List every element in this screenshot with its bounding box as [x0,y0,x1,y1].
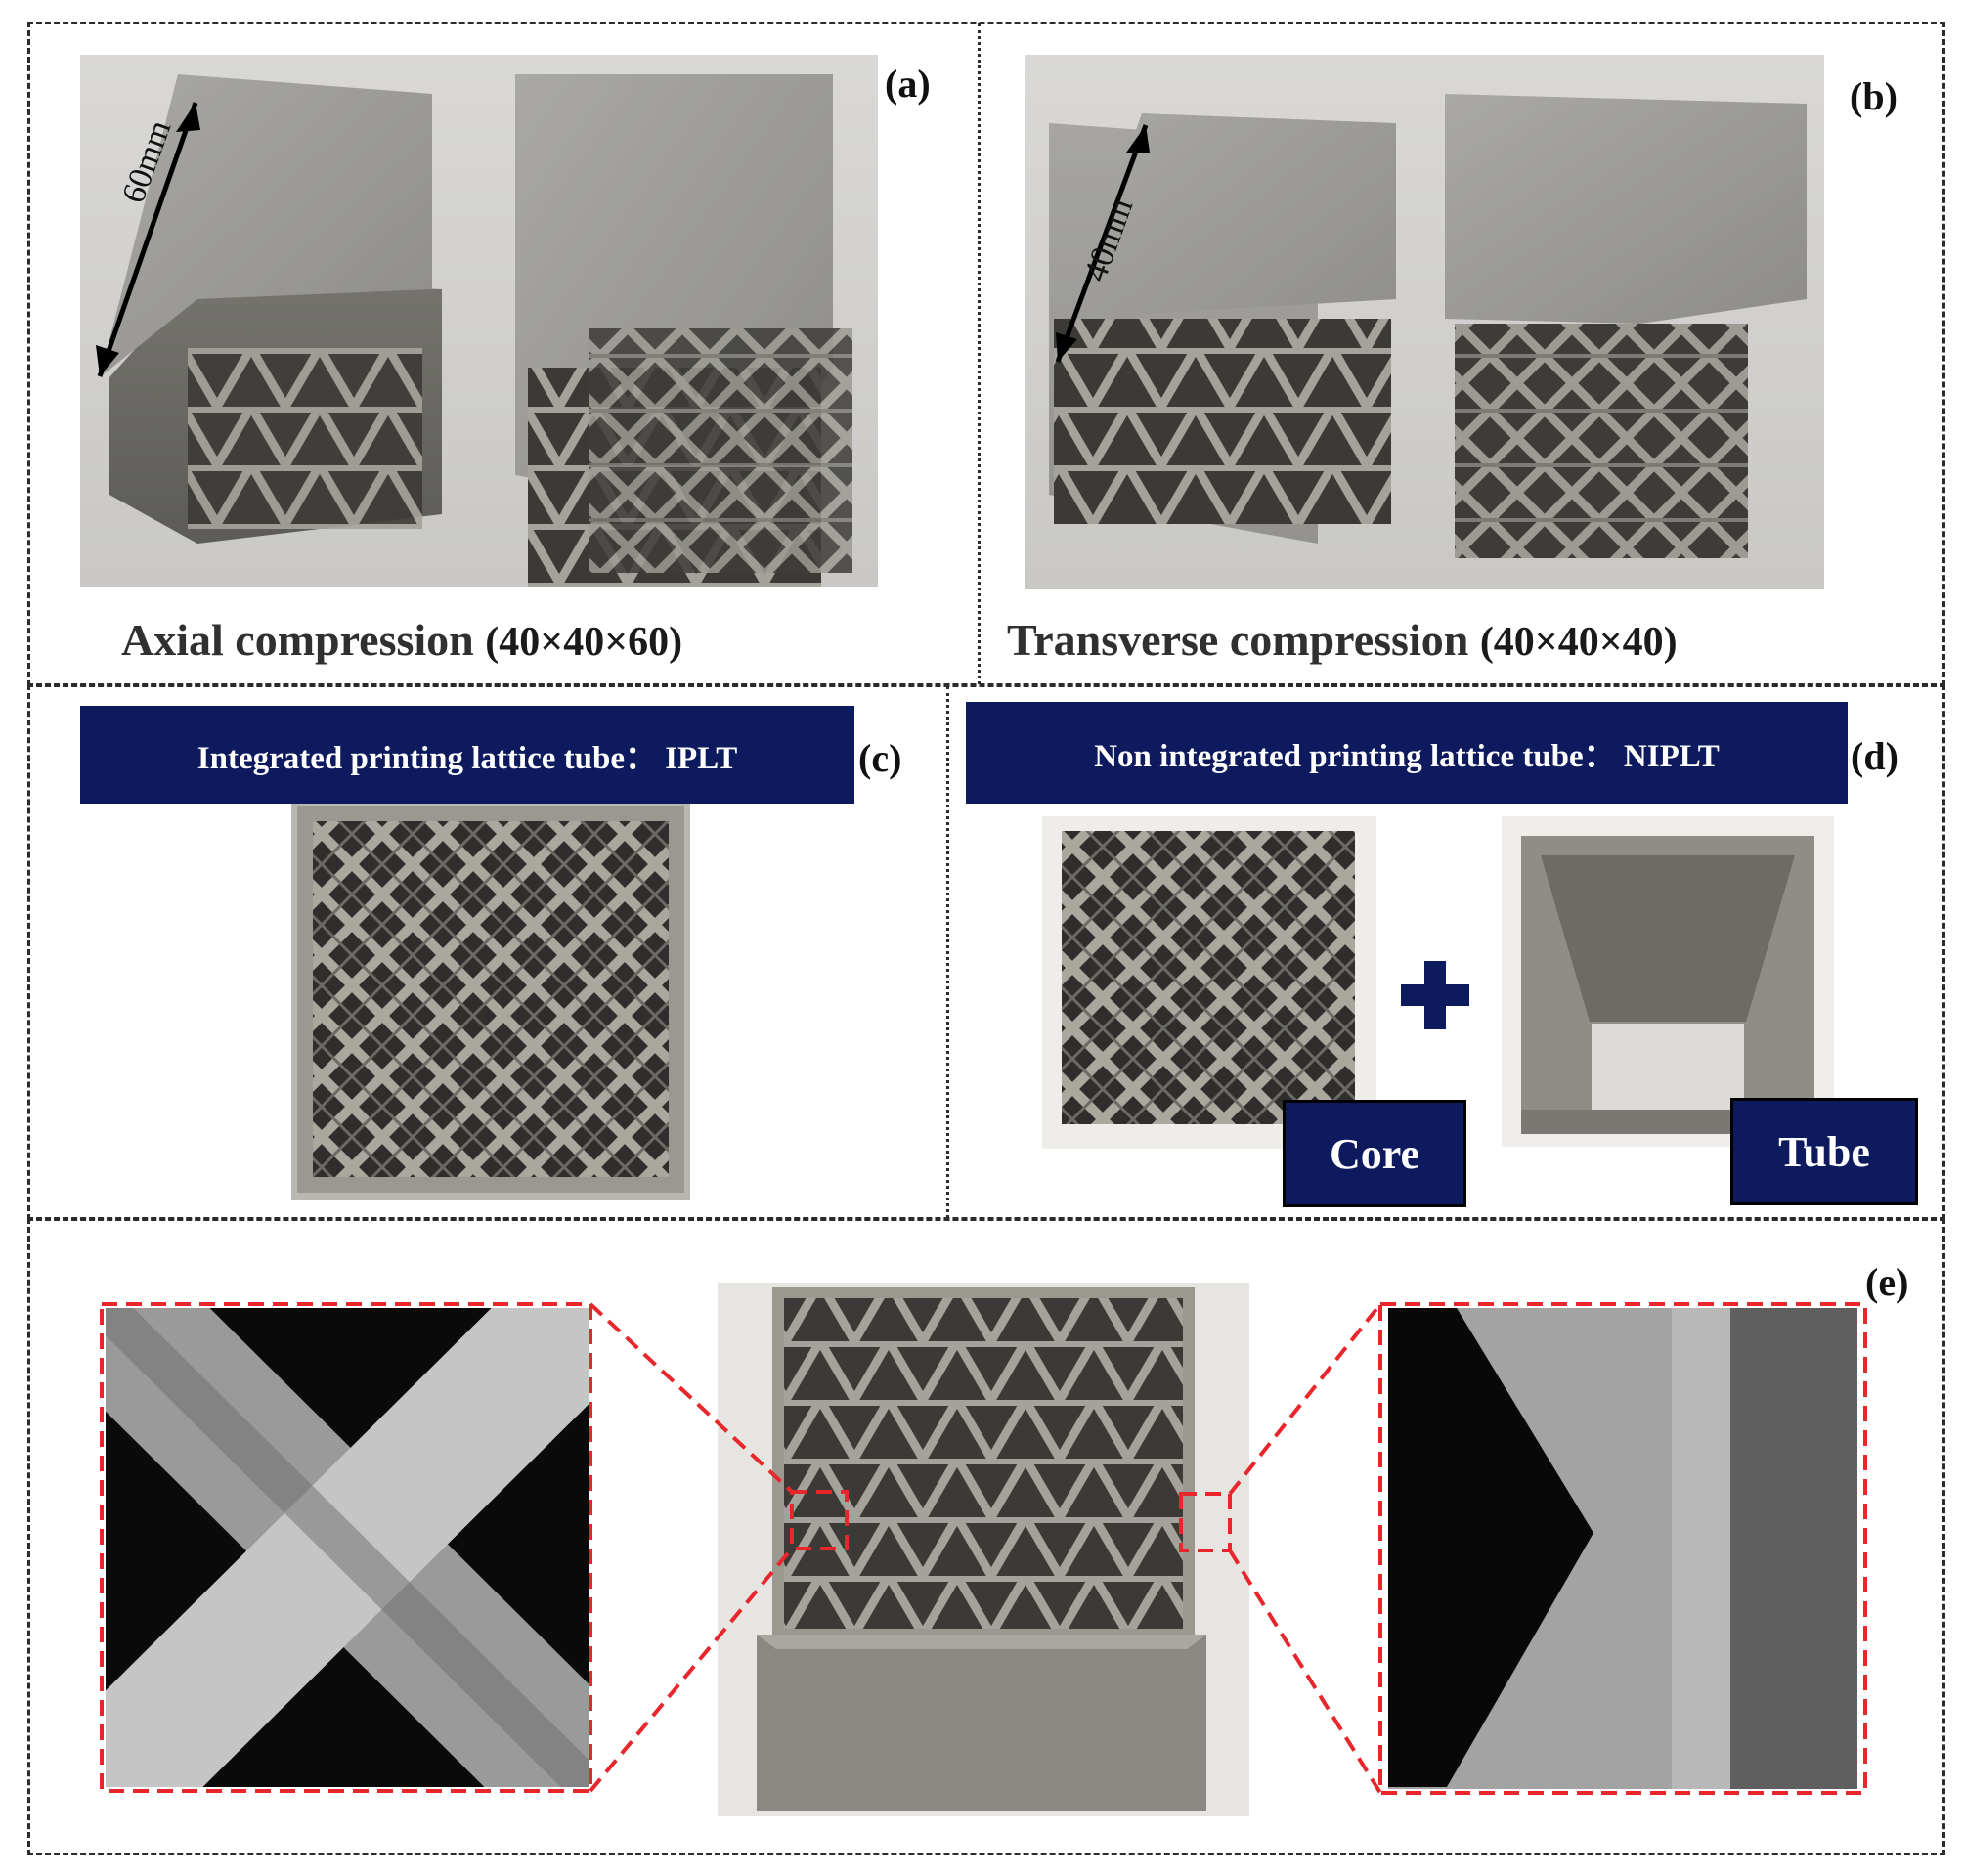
panel-label-c: (c) [858,736,902,780]
caption-axial-dims: (40×40×60) [485,620,683,665]
photo-specimen-center [718,1283,1249,1816]
figure-frame-bottom [27,1218,1945,1855]
panel-label-d: (d) [1851,734,1899,778]
tag-tube: Tube [1730,1098,1918,1205]
divider-ab [978,23,981,684]
panel-label-b: (b) [1850,74,1898,118]
banner-iplt: Integrated printing lattice tube： IPLT [80,706,854,804]
photo-tube [1502,816,1834,1147]
divider-cd [946,686,949,1218]
panel-label-a: (a) [885,62,931,106]
photo-core [1042,816,1376,1149]
caption-transverse-text: Transverse compression [1007,615,1469,665]
photo-iplt [291,804,690,1200]
dimension-arrow-40mm [1055,124,1150,363]
banner-niplt: Non integrated printing lattice tube： NI… [966,702,1848,804]
caption-transverse-dims: (40×40×40) [1479,620,1678,665]
sem-image-node [106,1308,589,1787]
caption-axial-text: Axial compression [121,615,474,665]
photo-axial-specimens [80,55,878,587]
panel-label-e: (e) [1865,1260,1909,1304]
photo-transverse-specimens [1025,55,1824,589]
tag-core: Core [1283,1100,1466,1207]
caption-axial: Axial compression (40×40×60) [121,614,682,666]
sem-image-interface [1388,1308,1857,1789]
dimension-arrow-60mm [96,102,200,377]
plus-icon [1401,961,1469,1029]
caption-transverse: Transverse compression (40×40×40) [1007,614,1678,666]
